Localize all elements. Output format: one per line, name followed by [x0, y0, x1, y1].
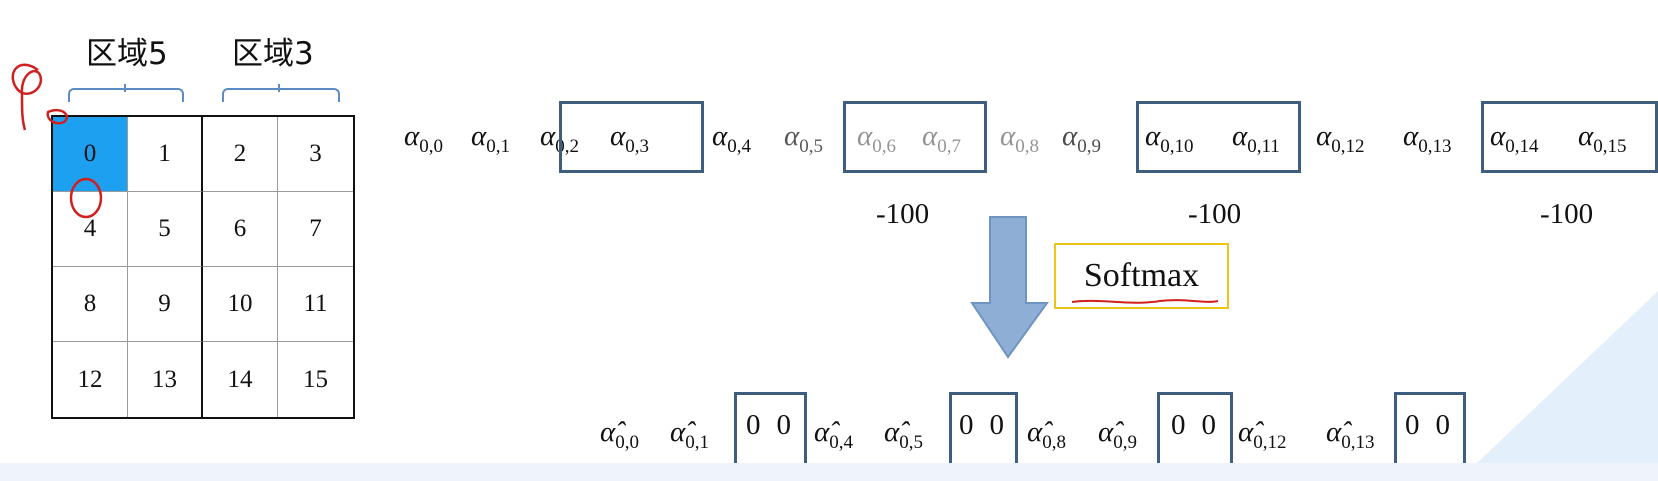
zero-value: 0 — [1171, 409, 1186, 441]
alpha-term: α0,7 — [922, 120, 961, 157]
zero-value: 0 — [746, 409, 761, 441]
grid-cell: 6 — [203, 192, 278, 267]
alpha-term: α0,13 — [1403, 120, 1452, 157]
masked-pair-box — [1481, 101, 1658, 173]
alpha-term: α0,3 — [610, 120, 649, 157]
alpha-term: α0,15 — [1578, 120, 1627, 157]
alpha-term: α0,5 — [784, 120, 823, 157]
alpha-term: α0,12 — [1316, 120, 1365, 157]
alpha-hat-term: α̂0,0 — [600, 416, 639, 453]
grid-cell: 8 — [53, 267, 128, 342]
red-underline-annotation — [1071, 299, 1219, 304]
zero-value: 0 — [959, 409, 974, 441]
zero-value: 0 — [776, 409, 792, 441]
alpha-term: α0,4 — [712, 120, 751, 157]
zero-value: 0 — [1435, 409, 1451, 441]
alpha-term: α0,8 — [1000, 120, 1039, 157]
grid-cell: 0 — [53, 117, 128, 192]
region-5-title: 区域5 — [86, 36, 168, 72]
zero-pair: 0 0 — [746, 409, 791, 442]
mask-value-label: -100 — [1188, 198, 1242, 230]
grid-cell: 5 — [128, 192, 203, 267]
mask-value-label: -100 — [876, 198, 930, 230]
region-3-title: 区域3 — [232, 36, 314, 72]
zero-value: 0 — [1201, 409, 1217, 441]
grid-cell: 3 — [278, 117, 353, 192]
region-5-brace-tick — [124, 84, 126, 92]
masked-pair-box — [1136, 101, 1301, 173]
mask-value-label: -100 — [1540, 198, 1594, 230]
down-arrow-icon — [970, 216, 1049, 359]
zero-pair: 0 0 — [1405, 409, 1450, 442]
alpha-hat-term: α̂0,4 — [814, 416, 853, 453]
alpha-term: α0,9 — [1062, 120, 1101, 157]
alpha-hat-term: α̂0,13 — [1326, 416, 1375, 453]
alpha-term: α0,14 — [1490, 120, 1539, 157]
region-5-brace — [68, 88, 184, 102]
masked-pair-box — [559, 101, 704, 173]
token-grid: 0 1 2 3 4 5 6 7 8 9 10 11 12 13 14 15 — [51, 115, 355, 419]
alpha-hat-term: α̂0,9 — [1098, 416, 1137, 453]
grid-cell: 2 — [203, 117, 278, 192]
zero-value: 0 — [989, 409, 1005, 441]
grid-cell: 12 — [53, 342, 128, 417]
alpha-term: α0,1 — [471, 120, 510, 157]
alpha-hat-term: α̂0,1 — [670, 416, 709, 453]
zero-pair: 0 0 — [959, 409, 1004, 442]
grid-cell: 10 — [203, 267, 278, 342]
grid-cell: 9 — [128, 267, 203, 342]
footer-band — [0, 463, 1658, 481]
masked-pair-box — [843, 101, 987, 173]
zero-value: 0 — [1405, 409, 1420, 441]
alpha-term: α0,11 — [1232, 120, 1280, 157]
region-3-brace — [222, 88, 340, 102]
grid-cell: 14 — [203, 342, 278, 417]
grid-cell: 13 — [128, 342, 203, 417]
alpha-hat-term: α̂0,12 — [1238, 416, 1287, 453]
softmax-label: Softmax — [1054, 243, 1229, 309]
alpha-term: α0,10 — [1145, 120, 1194, 157]
alpha-hat-term: α̂0,5 — [884, 416, 923, 453]
grid-cell: 1 — [128, 117, 203, 192]
grid-cell: 4 — [53, 192, 128, 267]
grid-cell: 11 — [278, 267, 353, 342]
alpha-hat-term: α̂0,8 — [1027, 416, 1066, 453]
grid-cell: 7 — [278, 192, 353, 267]
alpha-term: α0,6 — [857, 120, 896, 157]
alpha-term: α0,0 — [404, 120, 443, 157]
region-3-brace-tick — [278, 84, 280, 92]
grid-cell: 15 — [278, 342, 353, 417]
zero-pair: 0 0 — [1171, 409, 1216, 442]
